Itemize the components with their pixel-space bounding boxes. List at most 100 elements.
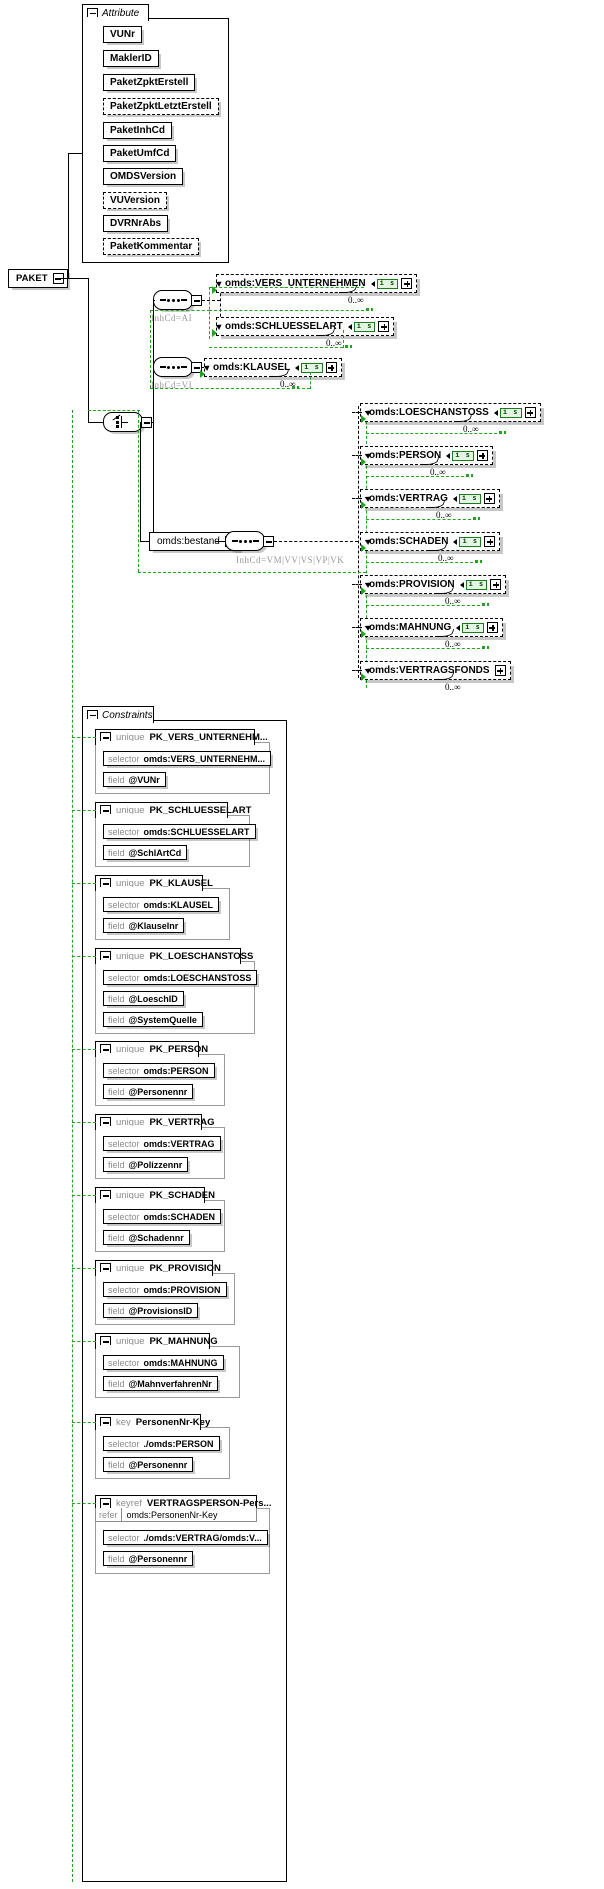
constraint-field-row[interactable]: field @MahnverfahrenNr xyxy=(103,1376,218,1391)
plus-icon[interactable] xyxy=(483,493,495,504)
constraint-selector-row[interactable]: selector omds:VERS_UNTERNEHM... xyxy=(103,751,272,766)
constraint-field-row[interactable]: field @SchlArtCd xyxy=(103,845,188,860)
element-SCHLUESSELART[interactable]: omds:SCHLUESSELART i s xyxy=(216,317,395,336)
connector-dashed xyxy=(202,300,220,301)
occurrence-PERSON: 0..∞ xyxy=(430,467,446,477)
scope-dots xyxy=(475,560,482,563)
constraint-field-row[interactable]: field @VUNr xyxy=(103,772,166,787)
row-key: selector xyxy=(108,753,140,764)
row-value: @SchlArtCd xyxy=(128,847,182,858)
element-label: omds:LOESCHANSTOSS xyxy=(369,407,489,418)
attribute-label: MaklerID xyxy=(110,52,152,64)
sequence-expander[interactable] xyxy=(191,295,202,306)
scope-dots xyxy=(466,474,473,477)
plus-icon[interactable] xyxy=(484,536,496,547)
constraint-field-row[interactable]: field @Personennr xyxy=(103,1084,194,1099)
element-label: omds:MAHNUNG xyxy=(369,622,452,633)
green-arrow-icon xyxy=(361,673,366,681)
constraint-field-row[interactable]: field @Personennr xyxy=(103,1457,194,1472)
attribute-DVRNrAbs[interactable]: DVRNrAbs xyxy=(103,215,169,232)
plus-icon[interactable] xyxy=(490,579,502,590)
constraint-field-row[interactable]: field @ProvisionsID xyxy=(103,1303,199,1318)
row-value: omds:LOESCHANSTOSS xyxy=(143,972,252,983)
constraint-field-row[interactable]: field @Polizzennr xyxy=(103,1157,189,1172)
constraint-selector-row[interactable]: selector omds:KLAUSEL xyxy=(103,897,220,912)
scope-line xyxy=(150,388,310,389)
green-arrow-icon xyxy=(361,630,366,638)
attribute-PaketInhCd[interactable]: PaketInhCd xyxy=(103,122,173,139)
attribute-OMDSVersion[interactable]: OMDSVersion xyxy=(103,168,184,185)
constraint-selector-row[interactable]: selector omds:LOESCHANSTOSS xyxy=(103,970,258,985)
attribute-PaketUmfCd[interactable]: PaketUmfCd xyxy=(103,145,177,162)
constraint-field-row[interactable]: field @Personennr xyxy=(103,1551,194,1566)
scope-dots xyxy=(473,517,480,520)
element-LOESCHANSTOSS[interactable]: omds:LOESCHANSTOSS i s xyxy=(360,403,541,422)
sequence-compositor-bestand[interactable] xyxy=(225,531,265,551)
sequence-compositor-AI[interactable] xyxy=(153,290,193,310)
row-key: field xyxy=(108,993,125,1004)
constraint-header[interactable]: keyref VERTRAGSPERSON-Pers... xyxy=(95,1495,271,1511)
plus-icon[interactable] xyxy=(476,450,488,461)
row-key: selector xyxy=(108,1357,140,1368)
constraint-selector-row[interactable]: selector omds:VERTRAG xyxy=(103,1136,221,1151)
plus-icon[interactable] xyxy=(524,407,536,418)
occurrence-VERTRAGSFONDS: 0..∞ xyxy=(445,682,461,692)
plus-icon[interactable] xyxy=(378,321,390,332)
constraint-link xyxy=(72,1268,96,1269)
constraint-kind: key xyxy=(116,1417,131,1428)
scope-line xyxy=(138,572,366,573)
attribute-VUVersion[interactable]: VUVersion xyxy=(103,192,168,209)
occurrence-SCHADEN: 0..∞ xyxy=(438,553,454,563)
scope-line xyxy=(209,347,343,348)
choice-expander[interactable] xyxy=(141,417,152,428)
element-MAHNUNG[interactable]: omds:MAHNUNG i s xyxy=(360,618,503,637)
attribute-MaklerID[interactable]: MaklerID xyxy=(103,50,159,67)
element-KLAUSEL[interactable]: omds:KLAUSEL i s xyxy=(204,358,342,377)
constraint-selector-row[interactable]: selector ./omds:VERTRAG/omds:V... xyxy=(103,1530,268,1545)
row-value: omds:PERSON xyxy=(143,1065,209,1076)
connector xyxy=(88,422,104,424)
sequence-expander[interactable] xyxy=(263,536,274,547)
occurrence-VERTRAG: 0..∞ xyxy=(436,510,452,520)
constraint-field-row[interactable]: field @SystemQuelle xyxy=(103,1012,203,1027)
constraints-group-title: Constraints xyxy=(102,709,153,721)
constraint-kind: keyref xyxy=(116,1498,142,1509)
constraints-group-tab[interactable]: Constraints xyxy=(82,706,154,723)
row-value: omds:SCHADEN xyxy=(143,1211,216,1222)
identity-constraint-badge: i s xyxy=(376,278,399,289)
green-arrow-icon xyxy=(361,458,366,466)
constraint-field-row[interactable]: field @LoeschID xyxy=(103,991,184,1006)
element-PROVISION[interactable]: omds:PROVISION i s xyxy=(360,575,507,594)
element-VERTRAGSFONDS[interactable]: omds:VERTRAGSFONDS xyxy=(360,661,511,680)
constraint-field-row[interactable]: field @Klauselnr xyxy=(103,918,185,933)
constraint-field-row[interactable]: field @Schadennr xyxy=(103,1230,190,1245)
sequence-icon xyxy=(159,298,187,302)
scope-dots xyxy=(499,431,506,434)
element-VERS_UNTERNEHMEN[interactable]: omds:VERS_UNTERNEHMEN i s xyxy=(216,274,418,293)
constraint-selector-row[interactable]: selector omds:MAHNUNG xyxy=(103,1355,224,1370)
attribute-PaketZpktLetztErstell[interactable]: PaketZpktLetztErstell xyxy=(103,98,219,115)
constraint-selector-row[interactable]: selector omds:PROVISION xyxy=(103,1282,227,1297)
sequence-compositor-VI[interactable] xyxy=(153,357,193,377)
element-PERSON[interactable]: omds:PERSON i s xyxy=(360,446,493,465)
plus-icon[interactable] xyxy=(325,362,337,373)
element-VERTRAG[interactable]: omds:VERTRAG i s xyxy=(360,489,500,508)
constraint-selector-row[interactable]: selector ./omds:PERSON xyxy=(103,1436,220,1451)
choice-compositor[interactable] xyxy=(103,412,143,432)
sequence-expander[interactable] xyxy=(191,362,202,373)
attribute-PaketKommentar[interactable]: PaketKommentar xyxy=(103,238,200,255)
attribute-VUNr[interactable]: VUNr xyxy=(103,26,143,43)
constraint-selector-row[interactable]: selector omds:PERSON xyxy=(103,1063,215,1078)
connector xyxy=(215,541,226,543)
plus-icon[interactable] xyxy=(494,665,506,676)
scope-line xyxy=(209,287,364,288)
scope-dots xyxy=(292,386,299,389)
arrow-icon xyxy=(459,581,464,588)
constraint-selector-row[interactable]: selector omds:SCHLUESSELART xyxy=(103,824,256,839)
connector-dashed xyxy=(220,283,221,327)
constraint-selector-row[interactable]: selector omds:SCHADEN xyxy=(103,1209,222,1224)
plus-icon[interactable] xyxy=(486,622,498,633)
element-SCHADEN[interactable]: omds:SCHADEN i s xyxy=(360,532,501,551)
plus-icon[interactable] xyxy=(401,278,413,289)
attribute-PaketZpktErstell[interactable]: PaketZpktErstell xyxy=(103,74,196,91)
